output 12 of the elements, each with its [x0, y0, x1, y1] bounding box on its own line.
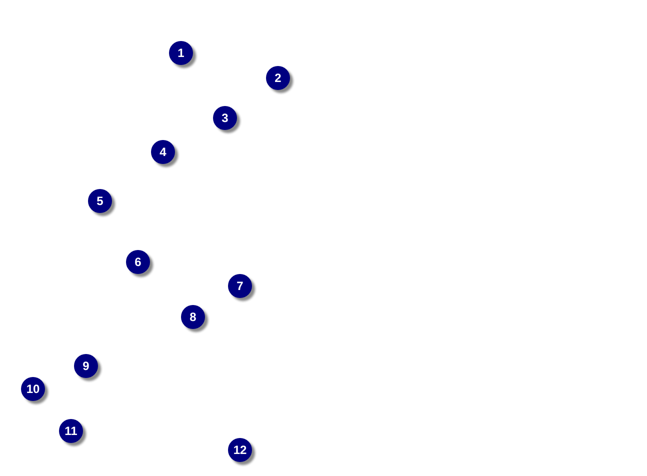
- callout-number: 6: [126, 250, 150, 274]
- callout-number: 12: [228, 438, 252, 462]
- callout-number: 3: [213, 106, 237, 130]
- callout-number: 9: [74, 354, 98, 378]
- callout-number: 2: [266, 66, 290, 90]
- callout-number: 4: [151, 140, 175, 164]
- callout-number: 8: [181, 305, 205, 329]
- callout-number: 7: [228, 274, 252, 298]
- callout-number: 10: [21, 377, 45, 401]
- callout-number: 1: [169, 41, 193, 65]
- callout-number: 5: [88, 189, 112, 213]
- callout-number: 11: [59, 419, 83, 443]
